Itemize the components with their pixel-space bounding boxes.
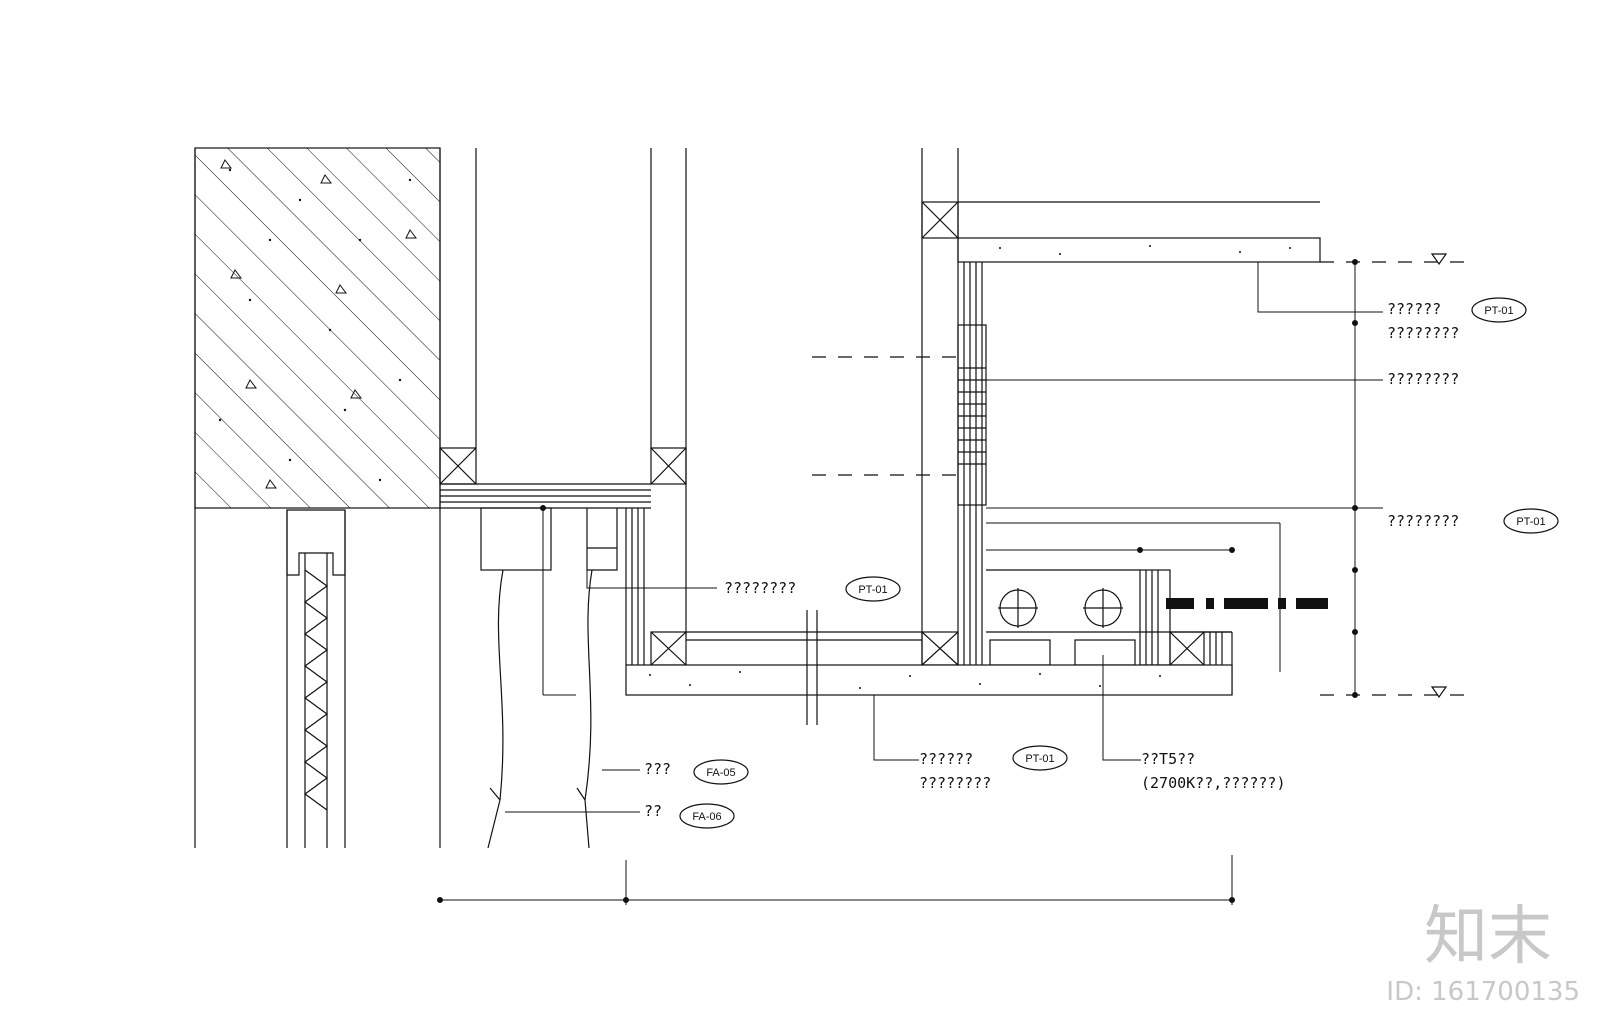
ceiling-structure [921, 148, 1321, 695]
concrete-wall [194, 147, 441, 509]
break-line [806, 610, 818, 725]
tag-fa-a: FA-05 [706, 767, 735, 779]
label-ceiling-mid: ???????? [1387, 370, 1459, 388]
label-floor-board-line1: ?????? [919, 750, 973, 768]
label-curtain-a: ??? [644, 760, 671, 778]
label-lamp-line2: (2700K??,??????) [1141, 774, 1286, 792]
label-ceiling-low: ???????? [1387, 512, 1459, 530]
t5-lamp-fixtures [989, 588, 1136, 666]
watermark-id: ID: 161700135 [1386, 977, 1580, 1007]
label-floor-board-line2: ???????? [919, 774, 991, 792]
label-curtain-b: ?? [644, 802, 662, 820]
window-frame [194, 148, 346, 848]
tag-fa-b: FA-06 [692, 811, 721, 823]
material-tags: PT-01 PT-01 PT-01 PT-01 FA-05 FA-06 [679, 297, 1559, 829]
reference-lines [812, 253, 1470, 699]
annotation-labels: ?????? ???????? ???????? ???????? ??????… [644, 300, 1459, 820]
tag-pt-box: PT-01 [858, 584, 887, 596]
curtain-box [439, 148, 922, 849]
label-lamp-line1: ??T5?? [1141, 750, 1195, 768]
tag-pt-top: PT-01 [1484, 305, 1513, 317]
watermark: 知末 ID: 161700135 [1386, 900, 1580, 1007]
tag-pt-low: PT-01 [1516, 516, 1545, 528]
dimension-lines [437, 259, 1358, 905]
leader-lines [505, 262, 1383, 813]
watermark-logo: 知末 [1424, 900, 1552, 974]
tag-pt-floor: PT-01 [1025, 753, 1054, 765]
label-ceiling-top-line1: ?????? [1387, 300, 1441, 318]
label-ceiling-top-line2: ???????? [1387, 324, 1459, 342]
label-curtain-box: ???????? [724, 579, 796, 597]
ceiling-board [625, 245, 1291, 696]
